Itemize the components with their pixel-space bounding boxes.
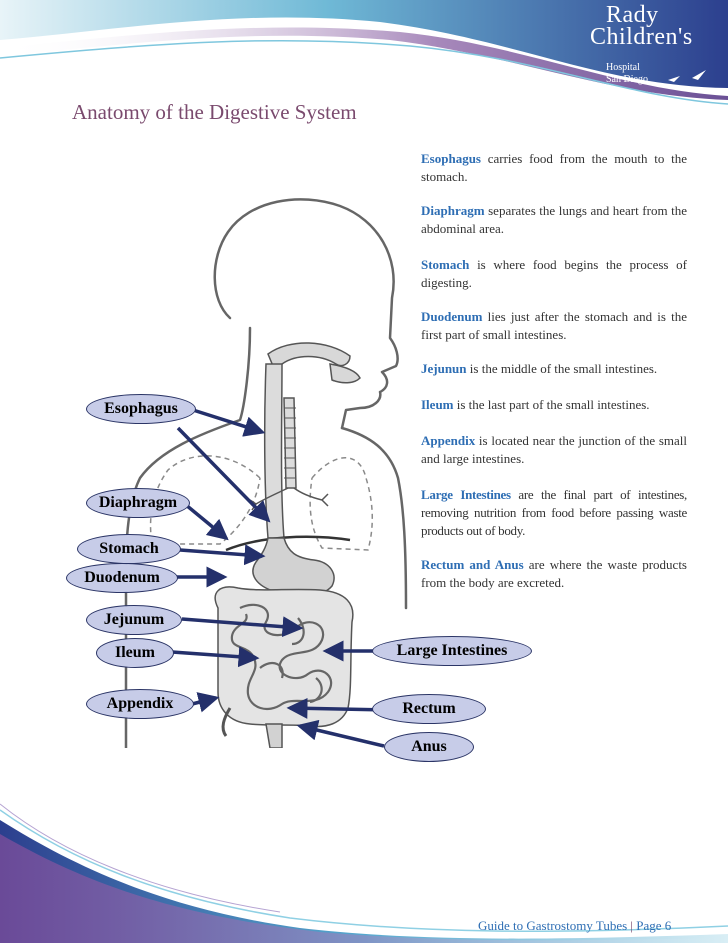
bird-icon bbox=[668, 70, 706, 82]
description-duodenum: Duodenum lies just after the stomach and… bbox=[421, 308, 687, 344]
label-ileum: Ileum bbox=[96, 638, 174, 668]
description-ileum: Ileum is the last part of the small inte… bbox=[421, 396, 687, 414]
description-term: Diaphragm bbox=[421, 203, 485, 218]
description-stomach: Stomach is where food begins the process… bbox=[421, 256, 687, 292]
description-rectum-anus: Rectum and Anus are where the waste prod… bbox=[421, 556, 687, 592]
label-stomach: Stomach bbox=[77, 534, 181, 564]
footer-wave-decoration bbox=[0, 803, 728, 943]
arrow-esophagus-2 bbox=[176, 426, 271, 523]
arrow-ileum bbox=[171, 646, 260, 668]
label-rectum: Rectum bbox=[372, 694, 486, 724]
description-text: lies just after the stomach and is the f… bbox=[421, 309, 687, 342]
label-anus: Anus bbox=[384, 732, 474, 762]
description-term: Esophagus bbox=[421, 151, 481, 166]
label-diaphragm: Diaphragm bbox=[86, 488, 190, 518]
description-term: Stomach bbox=[421, 257, 470, 272]
description-esophagus: Esophagus carries food from the mouth to… bbox=[421, 150, 687, 186]
logo-text-childrens: Children's bbox=[590, 24, 693, 50]
logo-text-hospital: Hospital bbox=[606, 62, 640, 73]
logo-text-rady: Rady bbox=[606, 2, 659, 28]
description-term: Ileum bbox=[421, 397, 454, 412]
description-appendix: Appendix is located near the junction of… bbox=[421, 432, 687, 468]
label-jejunum: Jejunum bbox=[86, 605, 182, 635]
description-jejunun: Jejunun is the middle of the small intes… bbox=[421, 360, 687, 378]
rady-childrens-logo: Rady Children's Hospital San Diego bbox=[588, 2, 728, 88]
description-text: is the last part of the small intestines… bbox=[453, 397, 650, 412]
page-title: Anatomy of the Digestive System bbox=[72, 100, 357, 124]
arrow-anus bbox=[296, 719, 385, 748]
digestive-system-diagram bbox=[124, 198, 408, 748]
arrow-appendix bbox=[191, 692, 220, 713]
arrow-stomach bbox=[179, 544, 266, 566]
arrow-rectum bbox=[286, 697, 387, 719]
description-text: is the middle of the small intestines. bbox=[466, 361, 658, 376]
arrow-jejunum bbox=[181, 616, 304, 638]
footer-separator: | bbox=[630, 918, 634, 933]
description-text: are the final part of intestines, removi… bbox=[421, 487, 688, 538]
description-diaphragm: Diaphragm separates the lungs and heart … bbox=[421, 202, 687, 238]
description-text: is where food begins the process of dige… bbox=[421, 257, 687, 290]
description-term: Large Intestines bbox=[421, 487, 511, 502]
page-footer: Guide to Gastrostomy Tubes | Page 6 bbox=[478, 918, 671, 934]
footer-guide-title: Guide to Gastrostomy Tubes bbox=[478, 918, 628, 933]
label-appendix: Appendix bbox=[86, 689, 194, 719]
description-large-intestines: Large Intestines are the final part of i… bbox=[421, 486, 687, 540]
logo-text-san-diego: San Diego bbox=[606, 74, 648, 85]
description-term: Jejunun bbox=[421, 361, 467, 376]
description-term: Duodenum bbox=[421, 309, 483, 324]
description-text: is located near the junction of the smal… bbox=[421, 433, 687, 466]
description-text: are where the waste products from the bo… bbox=[421, 557, 687, 590]
description-term: Appendix bbox=[421, 433, 476, 448]
description-text: separates the lungs and heart from the a… bbox=[421, 203, 687, 236]
description-text: carries food from the mouth to the stoma… bbox=[421, 151, 687, 184]
label-duodenum: Duodenum bbox=[66, 563, 178, 593]
header-wave-decoration bbox=[0, 0, 728, 105]
label-esophagus: Esophagus bbox=[86, 394, 196, 424]
label-large-intestines: Large Intestines bbox=[372, 636, 532, 666]
footer-page-number: Page 6 bbox=[636, 918, 672, 933]
arrow-esophagus-1 bbox=[192, 408, 266, 437]
arrow-diaphragm bbox=[184, 503, 229, 541]
description-term: Rectum and Anus bbox=[421, 557, 524, 572]
